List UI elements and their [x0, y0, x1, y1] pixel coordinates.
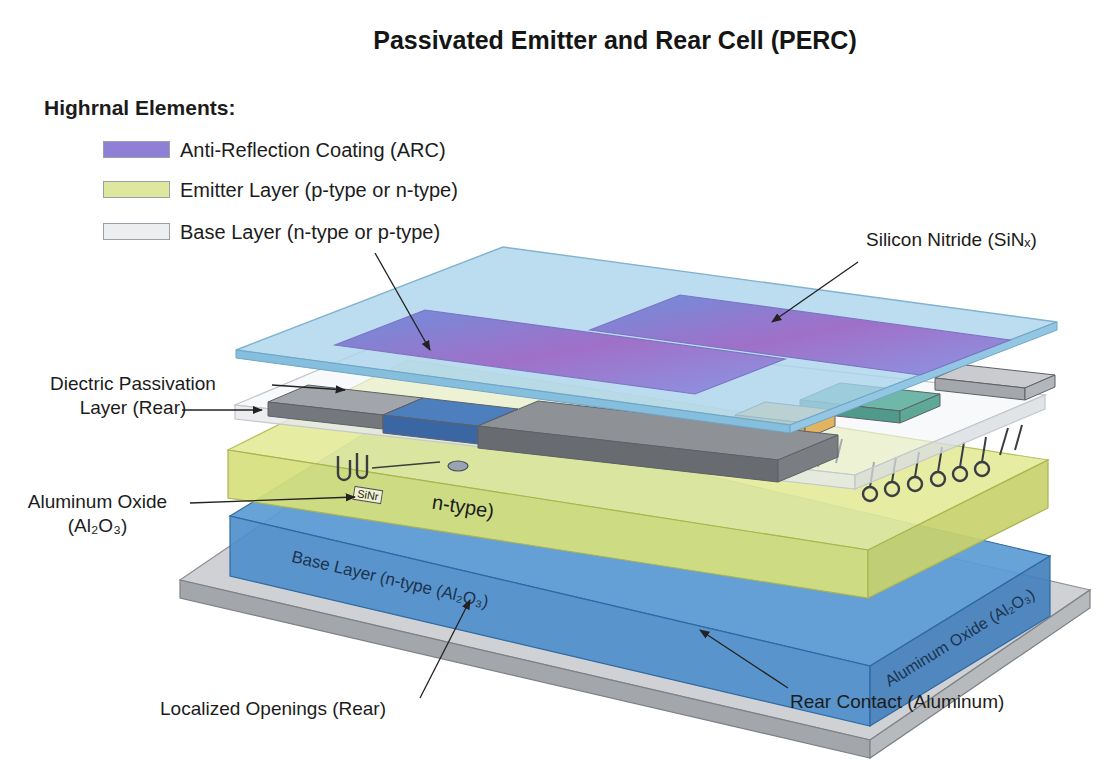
block-front	[800, 400, 900, 423]
glass-side	[790, 322, 1057, 433]
legend-swatch	[103, 141, 170, 158]
legend-swatch	[103, 223, 170, 240]
layer-face	[870, 556, 1050, 726]
callout-label: Localized Openings (Rear)	[160, 697, 386, 721]
leader-line	[272, 385, 345, 390]
callout-label: Rear Contact (Aluminum)	[790, 690, 1004, 714]
legend-text: Base Layer (n-type or p-type)	[180, 220, 440, 244]
block-side	[1025, 375, 1055, 400]
block-top	[935, 365, 1055, 388]
diagram-title: Passivated Emitter and Rear Cell (PERC)	[300, 26, 930, 55]
layer-face	[230, 516, 870, 726]
leader-line	[375, 253, 430, 350]
layer-outline	[228, 355, 1058, 605]
leader-line	[772, 262, 858, 322]
legend-text: Anti-Reflection Coating (ARC)	[180, 138, 446, 162]
arc-sheet	[590, 295, 1010, 375]
block-front	[935, 378, 1025, 400]
emitter-layer: SiNrn-type)	[228, 355, 1058, 605]
block-side	[900, 394, 940, 423]
legend-text: Emitter Layer (p-type or n-type)	[180, 178, 458, 202]
block-top	[800, 383, 940, 411]
callout-label: Aluminum Oxide (Al₂O₃)	[5, 490, 190, 538]
callout-label: Diectric Passivation Layer (Rear)	[28, 372, 238, 420]
callout-label: Silicon Nitride (SiNₓ)	[866, 228, 1037, 252]
legend-heading: Highrnal Elements:	[44, 96, 235, 120]
legend-swatch	[103, 181, 170, 198]
leader-line	[182, 409, 262, 410]
